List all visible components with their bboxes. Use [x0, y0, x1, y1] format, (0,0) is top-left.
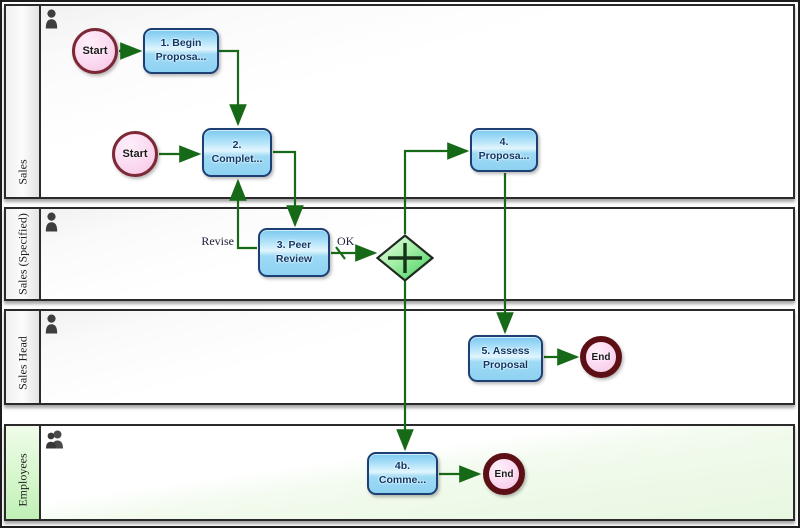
end-event-2[interactable]: End — [483, 453, 525, 495]
flow-label-revise[interactable]: Revise — [201, 234, 234, 248]
start-event-label: Start — [82, 45, 108, 57]
task-complete[interactable]: 2. Complet... — [202, 128, 272, 177]
lane-label-text: Employees — [15, 453, 29, 507]
task-comment-4b[interactable]: 4b. Comme... — [367, 452, 438, 495]
start-event-1[interactable]: Start — [72, 28, 118, 74]
task-label-line1: 3. Peer — [276, 238, 312, 251]
end-event-label: End — [494, 468, 514, 480]
lane-header-sales-specified[interactable]: Sales (Specified) — [6, 209, 41, 299]
task-label-line2: Proposa... — [155, 51, 207, 63]
end-event-label: End — [591, 351, 611, 363]
lane-body-sales-head — [41, 311, 793, 403]
lane-label-text: Sales (Specified) — [15, 213, 29, 295]
end-event-1[interactable]: End — [580, 336, 622, 378]
task-label-line2: Proposal — [483, 358, 528, 371]
flow-label-ok[interactable]: OK — [337, 234, 355, 248]
task-label-line1: 5. Assess — [481, 344, 530, 357]
task-label-line2: Comme... — [378, 473, 427, 486]
lane-header-sales-head[interactable]: Sales Head — [6, 311, 41, 403]
task-label-line1: 4b. — [394, 459, 411, 472]
task-assess-proposal[interactable]: 5. Assess Proposal — [468, 335, 543, 382]
task-label-line2: Complet... — [211, 152, 263, 165]
person-icon — [45, 314, 58, 334]
task-begin-proposal[interactable]: 1. Begin Proposa... — [143, 28, 219, 74]
lane-label-text: Sales Head — [15, 335, 29, 390]
task-label-line2: Proposa... — [478, 150, 530, 162]
lane-header-employees[interactable]: Employees — [6, 426, 41, 519]
lane-sales-head[interactable]: Sales Head — [4, 309, 795, 405]
person-icon — [45, 9, 58, 29]
lane-header-sales[interactable]: Sales — [6, 6, 41, 197]
lane-label-text: Sales — [15, 159, 29, 185]
task-label-line1: 2. — [232, 138, 242, 151]
task-label-line1: 4. — [499, 136, 509, 149]
task-label-line1: 1. Begin — [160, 37, 202, 50]
task-peer-review[interactable]: 3. Peer Review — [258, 228, 330, 277]
start-event-label: Start — [122, 148, 148, 160]
task-label-line2: Review — [275, 252, 313, 265]
start-event-2[interactable]: Start — [112, 131, 158, 177]
task-proposal-4[interactable]: 4. Proposa... — [470, 128, 538, 172]
plus-icon — [388, 243, 422, 273]
parallel-gateway[interactable] — [376, 234, 434, 282]
person-icon — [45, 212, 58, 232]
people-icon — [46, 430, 63, 449]
